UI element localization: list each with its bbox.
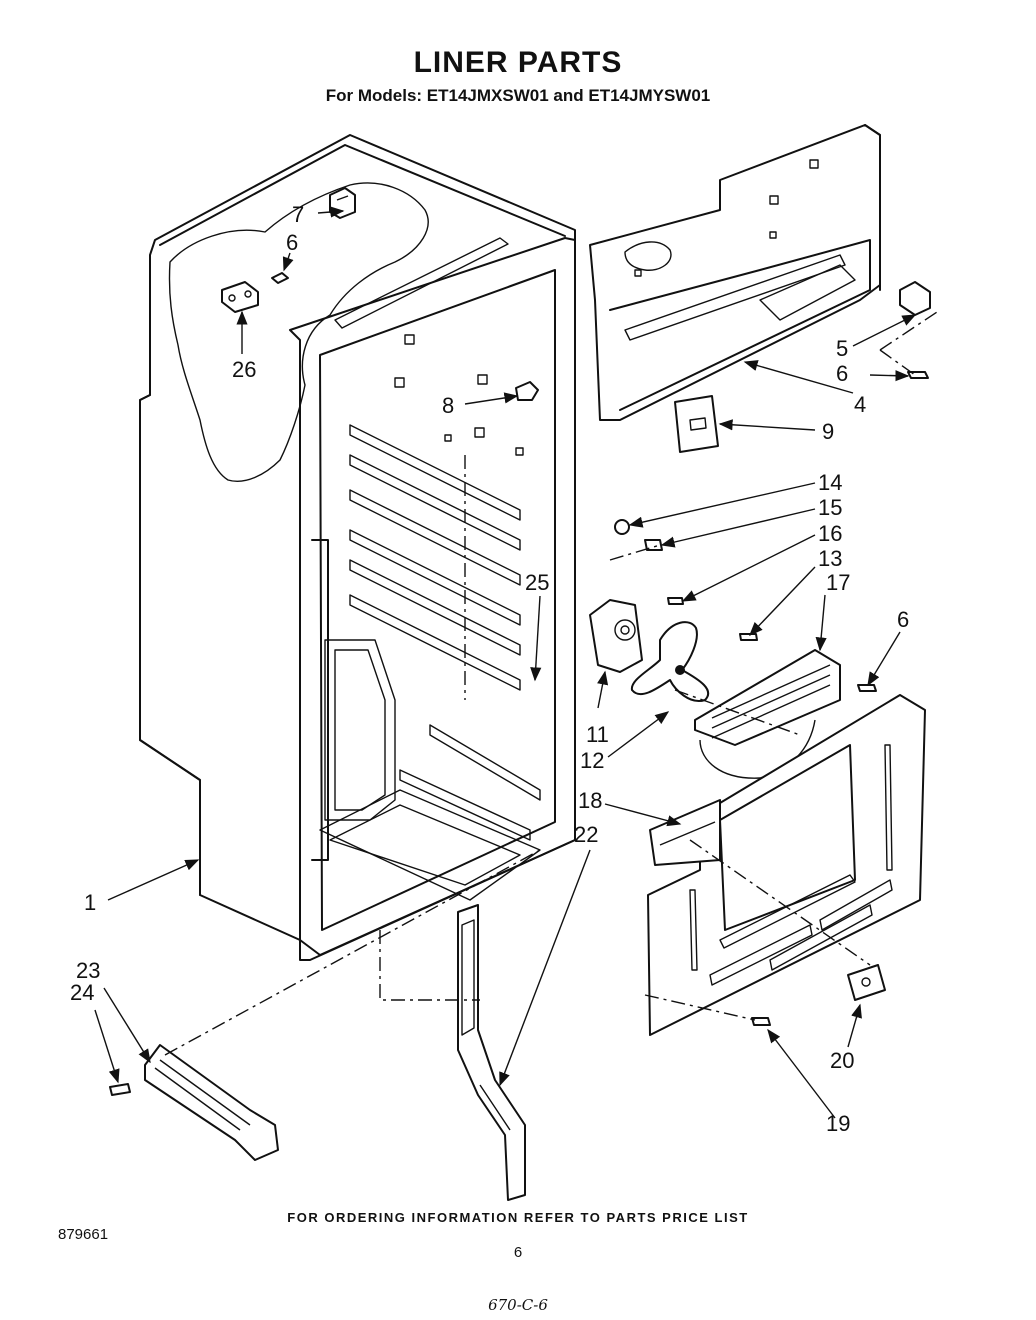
fan-motor-assembly bbox=[589, 519, 841, 779]
callout-26: 26 bbox=[232, 357, 256, 382]
callout-12: 12 bbox=[580, 748, 604, 773]
screw-part-6-fan bbox=[857, 684, 877, 692]
callout-18: 18 bbox=[578, 788, 602, 813]
callout-23: 23 bbox=[76, 958, 100, 983]
liner-cabinet bbox=[139, 134, 576, 961]
lower-panel bbox=[647, 694, 926, 1036]
alignment-lines bbox=[164, 309, 941, 1056]
handwritten-note: 670-C-6 bbox=[488, 1296, 548, 1314]
callout-24: 24 bbox=[70, 980, 94, 1005]
page-subtitle: For Models: ET14JMXSW01 and ET14JMYSW01 bbox=[325, 86, 711, 105]
callout-6-right: 6 bbox=[836, 361, 848, 386]
callout-9: 9 bbox=[822, 419, 834, 444]
leader-arrows bbox=[94, 206, 917, 1119]
duct-part-22 bbox=[457, 904, 526, 1201]
document-number: 879661 bbox=[58, 1226, 109, 1243]
callout-6-fan: 6 bbox=[897, 607, 909, 632]
callout-8: 8 bbox=[442, 393, 454, 418]
callout-7: 7 bbox=[292, 202, 304, 227]
callout-11: 11 bbox=[586, 722, 609, 747]
callout-17: 17 bbox=[826, 570, 850, 595]
bracket-part-23 bbox=[109, 1044, 279, 1161]
callout-19: 19 bbox=[826, 1111, 850, 1136]
evaporator-cover bbox=[589, 124, 881, 421]
callout-20: 20 bbox=[830, 1048, 854, 1073]
callout-6-top: 6 bbox=[286, 230, 298, 255]
callout-22: 22 bbox=[574, 822, 598, 847]
callout-5: 5 bbox=[836, 336, 848, 361]
page-number: 6 bbox=[513, 1244, 523, 1261]
plate-part-9 bbox=[674, 395, 719, 453]
ordering-info-note: FOR ORDERING INFORMATION REFER TO PARTS … bbox=[287, 1210, 749, 1225]
callout-16: 16 bbox=[818, 521, 842, 546]
callout-labels: 7 6 26 8 1 4 5 6 9 14 15 16 13 17 6 25 1… bbox=[70, 202, 909, 1136]
callout-25: 25 bbox=[525, 570, 549, 595]
callout-14: 14 bbox=[818, 470, 842, 495]
callout-15: 15 bbox=[818, 495, 842, 520]
callout-13: 13 bbox=[818, 546, 842, 571]
bracket-part-5 bbox=[899, 281, 931, 316]
page-title: LINER PARTS bbox=[413, 46, 623, 79]
callout-1: 1 bbox=[84, 890, 96, 915]
callout-4: 4 bbox=[854, 392, 866, 417]
